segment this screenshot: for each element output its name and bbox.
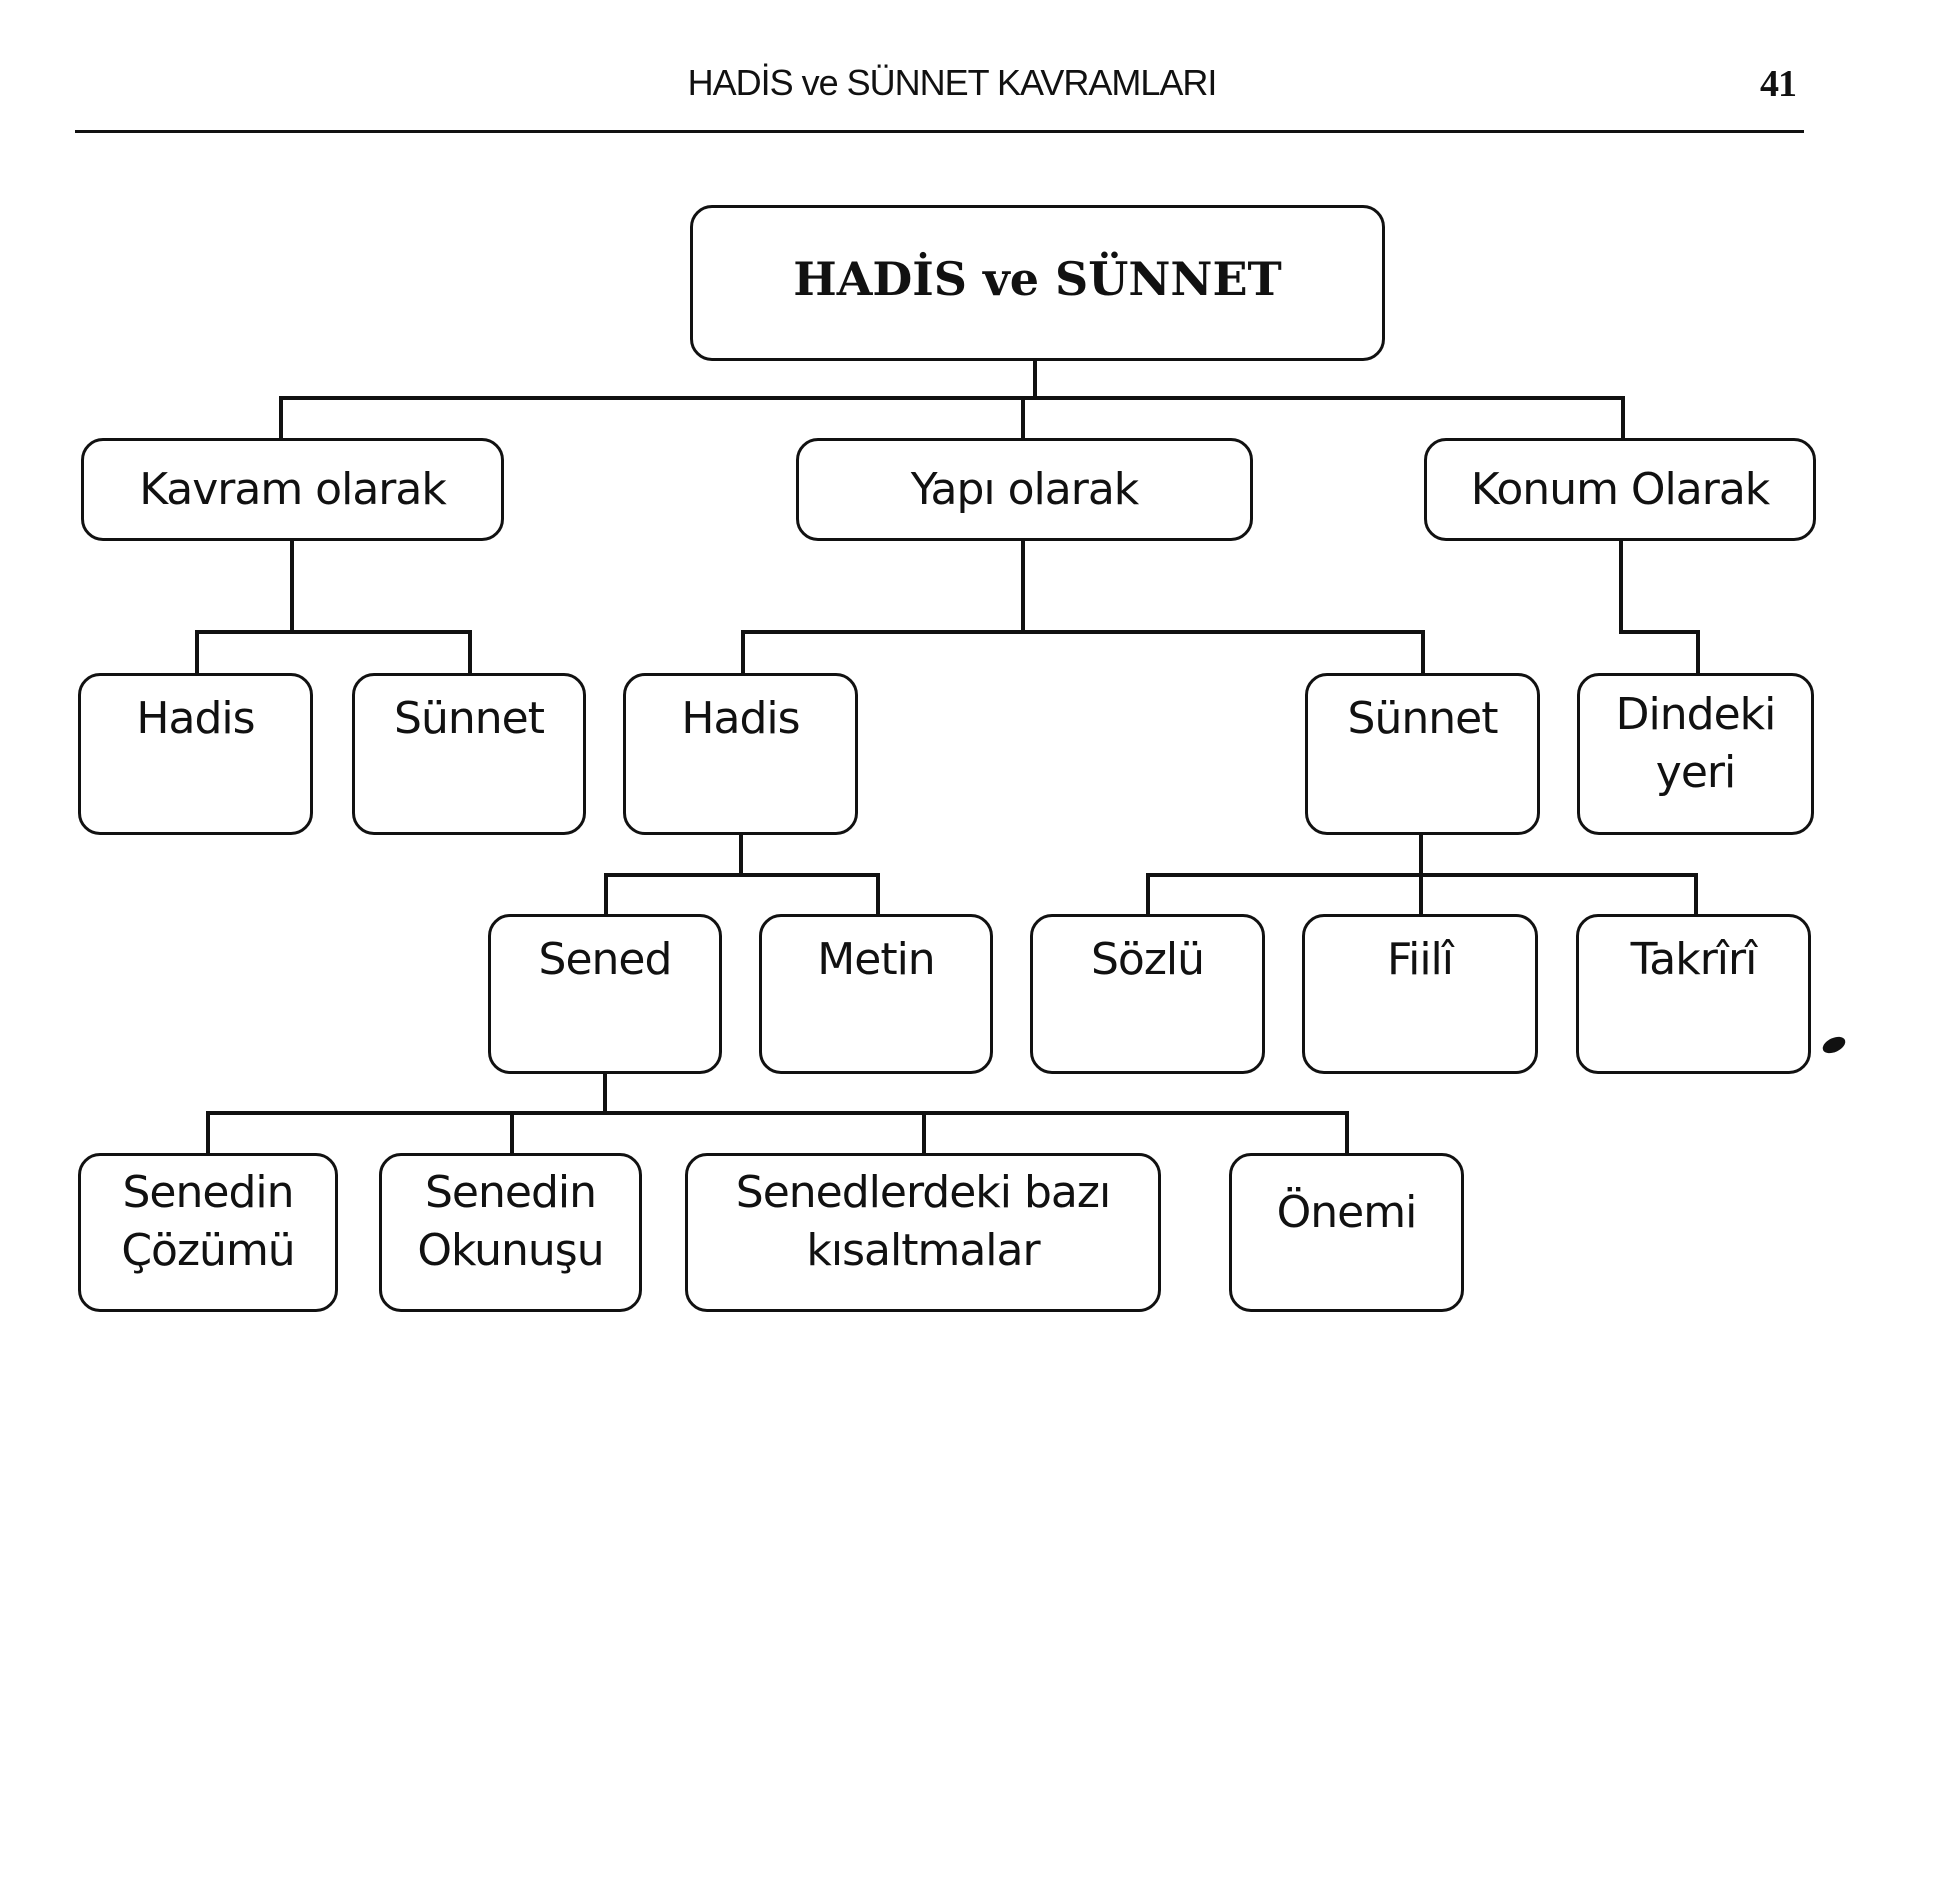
node-label: Sünnet xyxy=(394,693,545,744)
connector-yapi-bar xyxy=(741,630,1425,634)
node-sened: Sened xyxy=(488,914,722,1074)
node-label: Hadis xyxy=(136,693,255,744)
connector-sened-bar xyxy=(206,1111,1349,1115)
node-kavram-hadis: Hadis xyxy=(78,673,313,835)
running-header-title: HADİS ve SÜNNET KAVRAMLARI xyxy=(687,62,1218,103)
node-label: Konum Olarak xyxy=(1470,463,1771,515)
page-number: 41 xyxy=(1760,63,1797,105)
node-label-line2: Okunuşu xyxy=(417,1225,604,1276)
node-label: Sözlü xyxy=(1090,934,1205,985)
node-label-line2: Çözümü xyxy=(121,1225,295,1276)
node-yapi-hadis: Hadis xyxy=(623,673,858,835)
connector-kavram-drop xyxy=(290,541,294,634)
node-label-line1: Senedlerdeki bazı xyxy=(735,1167,1111,1218)
connector-to-yapi-hadis xyxy=(741,630,745,673)
node-kisaltmalar: Senedlerdeki bazı kısaltmalar xyxy=(685,1153,1161,1312)
node-metin: Metin xyxy=(759,914,993,1074)
connector-to-yapi-sunnet xyxy=(1421,630,1425,673)
node-label: Takrîrî xyxy=(1630,934,1758,985)
node-label: Yapı olarak xyxy=(910,463,1140,515)
connector-to-kavram-hadis xyxy=(195,630,199,673)
header-rule xyxy=(75,130,1804,133)
node-senedin-cozumu: Senedin Çözümü xyxy=(78,1153,338,1312)
connector-level1-bar xyxy=(279,396,1625,400)
connector-to-senedin-okunusu xyxy=(510,1111,514,1153)
connector-to-sened xyxy=(604,873,608,914)
connector-to-sozlu xyxy=(1146,873,1150,914)
connector-to-senedin-cozumu xyxy=(206,1111,210,1153)
node-root-label: HADİS ve SÜNNET xyxy=(793,252,1282,306)
connector-to-onemi xyxy=(1345,1111,1349,1153)
connector-sunnet-bar xyxy=(1146,873,1698,877)
node-label-line1: Dindeki xyxy=(1615,689,1777,740)
node-label-line1: Senedin xyxy=(122,1167,295,1218)
node-dindeki-yeri: Dindeki yeri xyxy=(1577,673,1814,835)
node-sozlu: Sözlü xyxy=(1030,914,1265,1074)
node-label: Hadis xyxy=(681,693,800,744)
node-senedin-okunusu: Senedin Okunuşu xyxy=(379,1153,642,1312)
node-label: Kavram olarak xyxy=(139,463,447,515)
node-konum-olarak: Konum Olarak xyxy=(1424,438,1816,541)
connector-hadis-bar xyxy=(604,873,880,877)
node-fiili: Fiilî xyxy=(1302,914,1538,1074)
connector-konum-drop xyxy=(1619,541,1623,634)
node-yapi-sunnet: Sünnet xyxy=(1305,673,1540,835)
connector-kavram-bar xyxy=(195,630,472,634)
connector-sened-drop xyxy=(603,1074,607,1115)
connector-root-drop xyxy=(1033,361,1037,400)
node-label: Metin xyxy=(817,934,935,985)
connector-to-dindeki xyxy=(1696,630,1700,673)
node-takriri: Takrîrî xyxy=(1576,914,1811,1074)
connector-hadis-drop xyxy=(739,835,743,877)
connector-konum-bar xyxy=(1619,630,1700,634)
node-label: Önemi xyxy=(1276,1187,1418,1238)
node-yapi-olarak: Yapı olarak xyxy=(796,438,1253,541)
connector-to-kavram xyxy=(279,396,283,438)
ink-blot xyxy=(1820,1033,1848,1057)
node-label: Fiilî xyxy=(1386,934,1454,985)
node-label-line2: yeri xyxy=(1655,747,1736,798)
connector-to-kavram-sunnet xyxy=(468,630,472,673)
connector-yapi-drop xyxy=(1021,541,1025,634)
connector-to-yapi xyxy=(1021,396,1025,438)
connector-to-kisaltmalar xyxy=(922,1111,926,1153)
node-onemi: Önemi xyxy=(1229,1153,1464,1312)
node-label-line1: Senedin xyxy=(425,1167,597,1218)
connector-to-metin xyxy=(876,873,880,914)
node-kavram-sunnet: Sünnet xyxy=(352,673,586,835)
node-root: HADİS ve SÜNNET xyxy=(690,205,1385,361)
node-label: Sünnet xyxy=(1347,693,1499,744)
node-kavram-olarak: Kavram olarak xyxy=(81,438,504,541)
connector-to-konum xyxy=(1621,396,1625,438)
node-label-line2: kısaltmalar xyxy=(806,1225,1040,1276)
node-label: Sened xyxy=(538,934,673,985)
connector-to-takriri xyxy=(1694,873,1698,914)
